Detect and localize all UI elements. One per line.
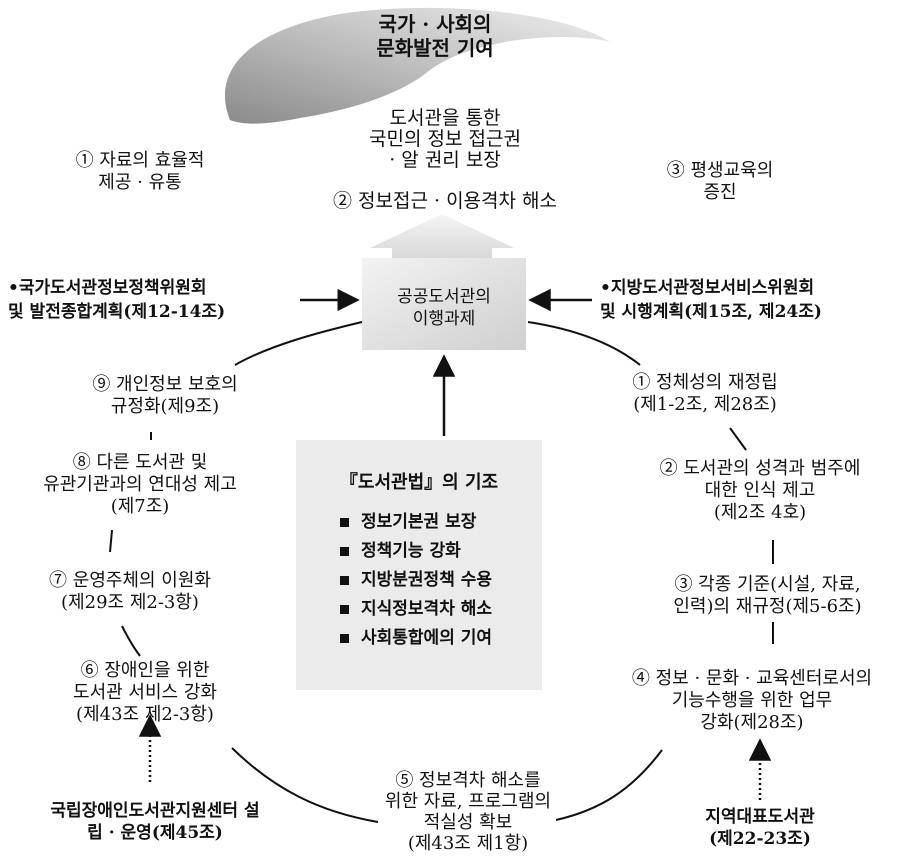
cycle-item-4-line-3: 강화(제28조)	[700, 712, 804, 733]
cycle-item-6-line-1: ⑥ 장애인을 위한	[80, 660, 210, 681]
bottom-right-line-1: 지역대표도서관	[705, 807, 815, 827]
center-box-text: 공공도서관의 이행과제	[362, 286, 526, 330]
basis-item: 사회통합에의 기여	[340, 624, 492, 653]
right-committee-name: 지방도서관정보서비스위원회	[610, 278, 815, 298]
basis-box-shape	[296, 440, 542, 690]
center-box-line-1: 공공도서관의	[397, 287, 491, 307]
cycle-arc-bottom-left	[231, 747, 379, 823]
cycle-arc-right-top	[527, 321, 641, 366]
cycle-item-3-line-2: 인력)의 재규정(제5-6조)	[673, 596, 862, 617]
cycle-item-2: ② 도서관의 성격과 범주에 대한 인식 제고 (제2조 4호)	[625, 458, 895, 524]
cycle-item-1-line-1: ① 정체성의 재정립	[632, 372, 778, 393]
cycle-arc-left-top	[234, 321, 363, 366]
cycle-item-3-line-1: ③ 각종 기준(시설, 자료,	[674, 574, 861, 595]
cycle-item-2-line-3: (제2조 4호)	[713, 502, 807, 523]
cycle-item-5: ⑤ 정보격차 해소를 위한 자료, 프로그램의 적실성 확보 (제43조 제1항…	[348, 770, 588, 854]
bullet-icon: •	[600, 278, 611, 298]
top-goal-line-1: 국가 · 사회의	[378, 12, 492, 36]
basis-item-label: 지식정보격차 해소	[361, 599, 493, 619]
upward-arrow-shape	[370, 214, 514, 262]
cycle-item-3: ③ 각종 기준(시설, 자료, 인력)의 재규정(제5-6조)	[635, 574, 900, 618]
cycle-item-7: ⑦ 운영주체의 이원화 (제29조 제2-3항)	[20, 570, 240, 614]
cycle-item-5-line-2: 위한 자료, 프로그램의	[384, 791, 552, 812]
square-bullet-icon	[340, 547, 349, 556]
basis-item-label: 사회통합에의 기여	[361, 628, 493, 648]
access-goal-text: 도서관을 통한 국민의 정보 접근권 · 알 권리 보장	[330, 108, 560, 171]
cycle-item-5-line-1: ⑤ 정보격차 해소를	[395, 770, 541, 791]
cycle-item-8-line-2: 유관기관과의 연대성 제고	[43, 474, 237, 495]
left-committee-line-2: 및 발전종합계획(제12-14조)	[8, 302, 226, 322]
cycle-arc-left-2	[109, 529, 113, 553]
cycle-item-6-line-2: 도서관 서비스 강화	[73, 682, 217, 703]
bottom-right-line-2: (제22-23조)	[709, 829, 811, 849]
cycle-arc-right-1	[729, 427, 747, 451]
right-committee: •지방도서관정보서비스위원회 및 시행계획(제15조, 제24조)	[600, 276, 900, 324]
square-bullet-icon	[340, 576, 349, 585]
goal-swoosh-shape	[224, 7, 611, 124]
basis-item: 정책기능 강화	[340, 537, 492, 566]
cycle-arc-bottom-right	[555, 749, 663, 821]
bottom-left-line-1: 국립장애인도서관지원센터 설	[50, 801, 260, 821]
square-bullet-icon	[340, 605, 349, 614]
cycle-item-4-line-1: ④ 정보 · 문화 · 교육센터로서의	[631, 668, 873, 689]
cycle-item-2-line-1: ② 도서관의 성격과 범주에	[659, 458, 861, 479]
bottom-left-source: 국립장애인도서관지원센터 설 립 · 운영(제45조)	[15, 800, 295, 844]
cycle-item-5-line-4: (제43조 제1항)	[407, 833, 529, 854]
cycle-item-1-line-2: (제1-2조, 제28조)	[633, 394, 777, 415]
square-bullet-icon	[340, 634, 349, 643]
cycle-item-8: ⑧ 다른 도서관 및 유관기관과의 연대성 제고 (제7조)	[10, 452, 270, 518]
bullet-icon: •	[8, 278, 19, 298]
lifelong-goal-line-2: 증진	[703, 182, 737, 203]
basis-item: 정보기본권 보장	[340, 508, 492, 537]
left-committee: •국가도서관정보정책위원회 및 발전종합계획(제12-14조)	[8, 276, 298, 324]
cycle-item-8-line-3: (제7조)	[110, 496, 170, 517]
cycle-item-6: ⑥ 장애인을 위한 도서관 서비스 강화 (제43조 제2-3항)	[30, 660, 260, 726]
cycle-item-6-line-3: (제43조 제2-3항)	[76, 704, 214, 725]
cycle-item-7-line-2: (제29조 제2-3항)	[61, 592, 199, 613]
cycle-item-1: ① 정체성의 재정립 (제1-2조, 제28조)	[585, 372, 825, 416]
right-committee-line-1: •지방도서관정보서비스위원회	[600, 276, 900, 300]
cycle-item-8-line-1: ⑧ 다른 도서관 및	[72, 452, 208, 473]
lifelong-goal: ③ 평생교육의 증진	[640, 160, 800, 204]
efficiency-goal-line-2: 제공 · 유통	[98, 172, 182, 193]
cycle-item-9-line-1: ⑨ 개인정보 보호의	[92, 374, 238, 395]
basis-item-label: 지방분권정책 수용	[361, 570, 493, 590]
basis-item: 지식정보격차 해소	[340, 595, 492, 624]
cycle-item-2-line-2: 대한 인식 제고	[704, 480, 816, 501]
basis-item: 지방분권정책 수용	[340, 566, 492, 595]
cycle-item-7-line-1: ⑦ 운영주체의 이원화	[49, 570, 211, 591]
square-bullet-icon	[340, 518, 349, 527]
left-committee-name: 국가도서관정보정책위원회	[18, 278, 207, 298]
basis-title: 『도서관법』의 기조	[339, 472, 499, 493]
access-goal-line-3: · 알 권리 보장	[389, 149, 501, 171]
bottom-right-source: 지역대표도서관 (제22-23조)	[665, 806, 855, 850]
cycle-item-4-line-2: 기능수행을 위한 업무	[671, 690, 833, 711]
top-goal-text: 국가 · 사회의 문화발전 기여	[325, 12, 545, 60]
access-goal-line-1: 도서관을 통한	[389, 107, 501, 129]
lifelong-goal-line-1: ③ 평생교육의	[666, 160, 774, 181]
right-committee-line-2: 및 시행계획(제15조, 제24조)	[600, 302, 822, 322]
center-box-line-2: 이행과제	[412, 309, 476, 329]
efficiency-goal: ① 자료의 효율적 제공 · 유통	[40, 150, 240, 194]
info-gap-goal: ② 정보접근 · 이용격차 해소	[333, 190, 557, 212]
efficiency-goal-line-1: ① 자료의 효율적	[75, 150, 205, 171]
bottom-left-line-2: 립 · 운영(제45조)	[87, 823, 223, 843]
center-box-shape	[362, 258, 526, 350]
basis-list: 정보기본권 보장 정책기능 강화 지방분권정책 수용 지식정보격차 해소 사회통…	[340, 508, 492, 653]
cycle-arc-left-3	[121, 625, 141, 657]
top-goal-line-2: 문화발전 기여	[376, 36, 494, 60]
cycle-item-9-line-2: 규정화(제9조)	[110, 396, 220, 417]
cycle-item-9: ⑨ 개인정보 보호의 규정화(제9조)	[70, 374, 260, 418]
basis-box: 『도서관법』의 기조 정보기본권 보장 정책기능 강화 지방분권정책 수용 지식…	[296, 440, 542, 690]
cycle-item-4: ④ 정보 · 문화 · 교육센터로서의 기능수행을 위한 업무 강화(제28조)	[602, 668, 902, 734]
access-goal-line-2: 국민의 정보 접근권	[369, 128, 521, 150]
basis-item-label: 정보기본권 보장	[361, 512, 477, 532]
left-committee-line-1: •국가도서관정보정책위원회	[8, 276, 298, 300]
cycle-item-5-line-3: 적실성 확보	[423, 812, 513, 833]
basis-item-label: 정책기능 강화	[361, 541, 461, 561]
